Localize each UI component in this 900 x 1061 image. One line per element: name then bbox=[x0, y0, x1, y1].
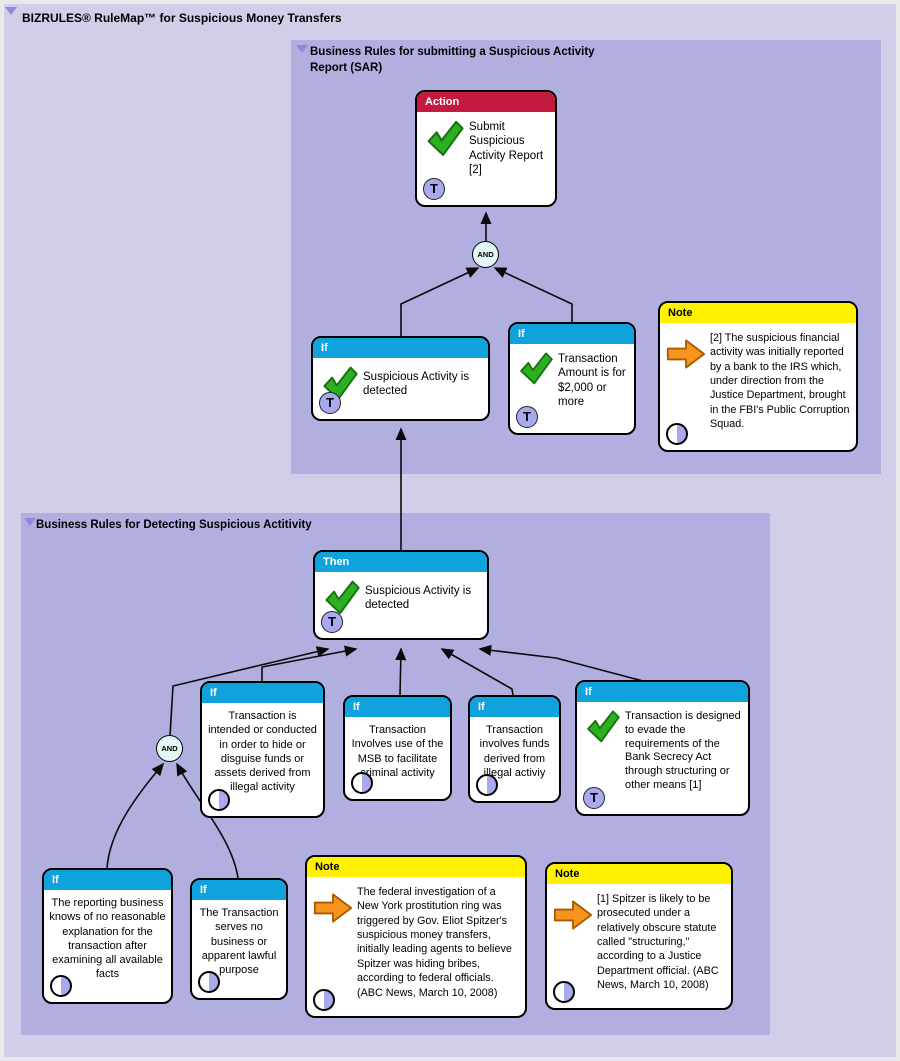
if-node-msb-criminal[interactable]: If Transaction Involves use of the MSB t… bbox=[343, 695, 452, 801]
half-circle-badge bbox=[313, 989, 335, 1011]
note-arrow-icon bbox=[313, 883, 353, 930]
if-header: If bbox=[44, 870, 171, 890]
checkmark-icon bbox=[423, 118, 465, 163]
collapse-triangle-main[interactable] bbox=[5, 7, 17, 15]
checkmark-icon bbox=[516, 350, 554, 391]
note-text: [2] The suspicious financial activity wa… bbox=[710, 332, 850, 431]
panel-detect-title: Business Rules for Detecting Suspicious … bbox=[36, 519, 312, 531]
if-header: If bbox=[345, 697, 450, 717]
page-title: BIZRULES® RuleMap™ for Suspicious Money … bbox=[22, 11, 342, 25]
true-badge: T bbox=[516, 406, 538, 428]
collapse-triangle-sar[interactable] bbox=[296, 45, 308, 53]
note-header: Note bbox=[660, 303, 856, 323]
half-circle-badge bbox=[198, 971, 220, 993]
panel-sar-title: Business Rules for submitting a Suspicio… bbox=[310, 46, 595, 74]
note-arrow-icon bbox=[553, 890, 593, 937]
then-text: Suspicious Activity is detected bbox=[365, 585, 472, 612]
true-badge: T bbox=[319, 392, 341, 414]
if-text: Transaction Involves use of the MSB to f… bbox=[351, 724, 444, 779]
if-text: The reporting business knows of no reaso… bbox=[49, 897, 166, 981]
note-header: Note bbox=[307, 857, 525, 877]
half-circle-badge bbox=[553, 981, 575, 1003]
if-header: If bbox=[510, 324, 634, 344]
if-header: If bbox=[192, 880, 286, 900]
if-node-evade-bank-secrecy[interactable]: If Transaction is designed to evade the … bbox=[575, 680, 750, 816]
true-badge: T bbox=[423, 178, 445, 200]
if-text: Suspicious Activity is detected bbox=[363, 371, 470, 398]
if-text: Transaction Amount is for $2,000 or more bbox=[558, 353, 626, 409]
if-node-no-reasonable-explanation[interactable]: If The reporting business knows of no re… bbox=[42, 868, 173, 1004]
if-node-suspicious-detected[interactable]: If Suspicious Activity is detected T bbox=[311, 336, 490, 421]
true-badge: T bbox=[321, 611, 343, 633]
if-text: Transaction is designed to evade the req… bbox=[625, 710, 741, 791]
note-node-bank-irs[interactable]: Note [2] The suspicious financial activi… bbox=[658, 301, 858, 452]
if-node-no-lawful-purpose[interactable]: If The Transaction serves no business or… bbox=[190, 878, 288, 1000]
half-circle-badge bbox=[208, 789, 230, 811]
and-label: AND bbox=[161, 744, 178, 753]
then-node-suspicious-detected[interactable]: Then Suspicious Activity is detected T bbox=[313, 550, 489, 640]
if-header: If bbox=[313, 338, 488, 358]
and-gate-sar[interactable]: AND bbox=[472, 241, 499, 268]
if-header: If bbox=[202, 683, 323, 703]
collapse-triangle-detect[interactable] bbox=[24, 518, 36, 526]
note-arrow-icon bbox=[666, 329, 706, 376]
if-text: Transaction involves funds derived from … bbox=[479, 724, 550, 779]
note-node-spitzer-structuring[interactable]: Note [1] Spitzer is likely to be prosecu… bbox=[545, 862, 733, 1010]
if-node-transaction-amount[interactable]: If Transaction Amount is for $2,000 or m… bbox=[508, 322, 636, 435]
then-header: Then bbox=[315, 552, 487, 572]
if-header: If bbox=[470, 697, 559, 717]
if-node-funds-illegal[interactable]: If Transaction involves funds derived fr… bbox=[468, 695, 561, 803]
if-node-hide-disguise-funds[interactable]: If Transaction is intended or conducted … bbox=[200, 681, 325, 818]
half-circle-badge bbox=[666, 423, 688, 445]
checkmark-icon bbox=[583, 708, 621, 749]
note-text: [1] Spitzer is likely to be prosecuted u… bbox=[597, 893, 719, 992]
if-text: Transaction is intended or conducted in … bbox=[208, 710, 317, 794]
and-label: AND bbox=[477, 250, 494, 259]
checkmark-icon bbox=[321, 578, 361, 621]
note-node-federal-investigation[interactable]: Note The federal investigation of a New … bbox=[305, 855, 527, 1018]
action-header: Action bbox=[417, 92, 555, 112]
if-header: If bbox=[577, 682, 748, 702]
true-badge: T bbox=[583, 787, 605, 809]
and-gate-detect[interactable]: AND bbox=[156, 735, 183, 762]
if-text: The Transaction serves no business or ap… bbox=[199, 907, 279, 977]
note-header: Note bbox=[547, 864, 731, 884]
action-text: Submit Suspicious Activity Report [2] bbox=[469, 121, 544, 177]
action-node-submit-sar[interactable]: Action Submit Suspicious Activity Report… bbox=[415, 90, 557, 207]
half-circle-badge bbox=[50, 975, 72, 997]
half-circle-badge bbox=[351, 772, 373, 794]
note-text: The federal investigation of a New York … bbox=[357, 886, 512, 999]
half-circle-badge bbox=[476, 774, 498, 796]
